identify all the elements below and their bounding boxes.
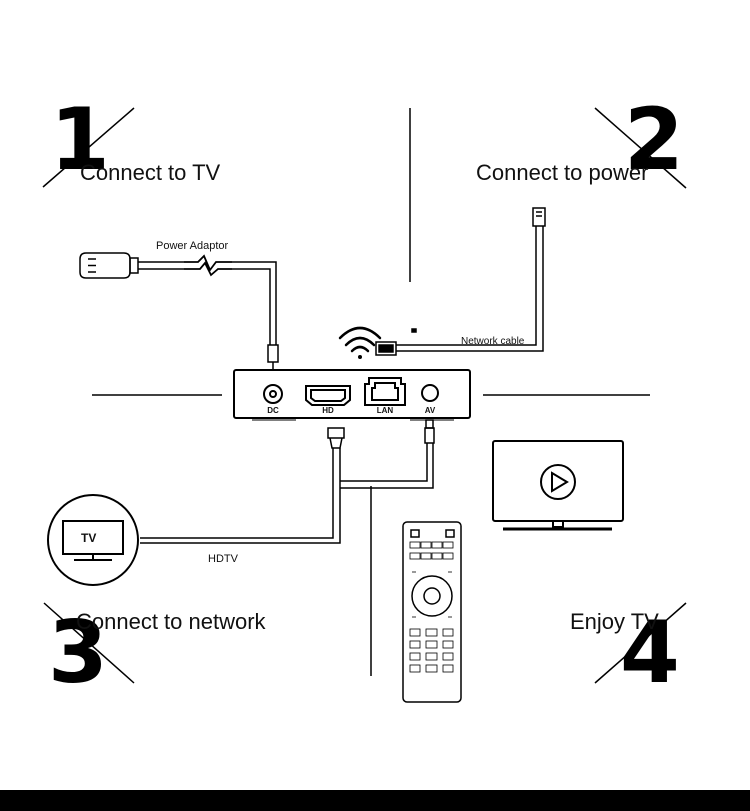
network-cable-label: Network cable bbox=[461, 336, 525, 347]
hdtv-label: HDTV bbox=[208, 553, 238, 565]
av-port bbox=[421, 384, 439, 402]
remote-control-icon bbox=[402, 521, 462, 703]
hd-port bbox=[305, 385, 351, 406]
av-plug-icon bbox=[425, 419, 434, 429]
power-adaptor bbox=[79, 252, 279, 371]
dc-plug bbox=[267, 344, 279, 363]
slash-step-2 bbox=[594, 107, 687, 189]
step-2-number: 2 bbox=[624, 90, 684, 190]
hdmi-av-cables bbox=[140, 419, 435, 544]
av-port-label: AV bbox=[424, 406, 436, 415]
wifi-icon bbox=[338, 326, 382, 359]
tv-circle-icon bbox=[47, 494, 139, 586]
set-top-box bbox=[233, 369, 471, 421]
lan-port-label: LAN bbox=[376, 406, 394, 415]
step-2-title: Connect to power bbox=[476, 160, 649, 185]
step-4-title: Enjoy TV bbox=[570, 609, 659, 634]
slash-step-3 bbox=[43, 602, 135, 684]
dc-port bbox=[263, 384, 283, 404]
power-adaptor-label: Power Adaptor bbox=[156, 240, 229, 252]
hd-port-label: HD bbox=[322, 406, 334, 415]
bottom-bar bbox=[0, 790, 750, 811]
lightning-icon bbox=[184, 254, 232, 277]
step-1-title: Connect to TV bbox=[80, 160, 221, 185]
rj45-plug-icon bbox=[375, 341, 397, 356]
power-plug-icon bbox=[79, 252, 131, 279]
network-cable-end-icon bbox=[532, 207, 546, 227]
slash-step-1 bbox=[42, 107, 135, 188]
network-cable bbox=[375, 207, 546, 356]
step-1-number: 1 bbox=[50, 90, 110, 190]
lan-port bbox=[364, 377, 406, 406]
tv-icon-text: TV bbox=[81, 531, 97, 545]
monitor-play-icon bbox=[492, 440, 624, 531]
hdmi-plug-icon bbox=[327, 427, 345, 439]
step-4-number: 4 bbox=[620, 603, 680, 703]
step-3-number: 3 bbox=[48, 603, 108, 703]
dc-port-label: DC bbox=[267, 406, 279, 415]
step-3-title: Connect to network bbox=[76, 609, 266, 634]
slash-step-4 bbox=[594, 602, 687, 684]
